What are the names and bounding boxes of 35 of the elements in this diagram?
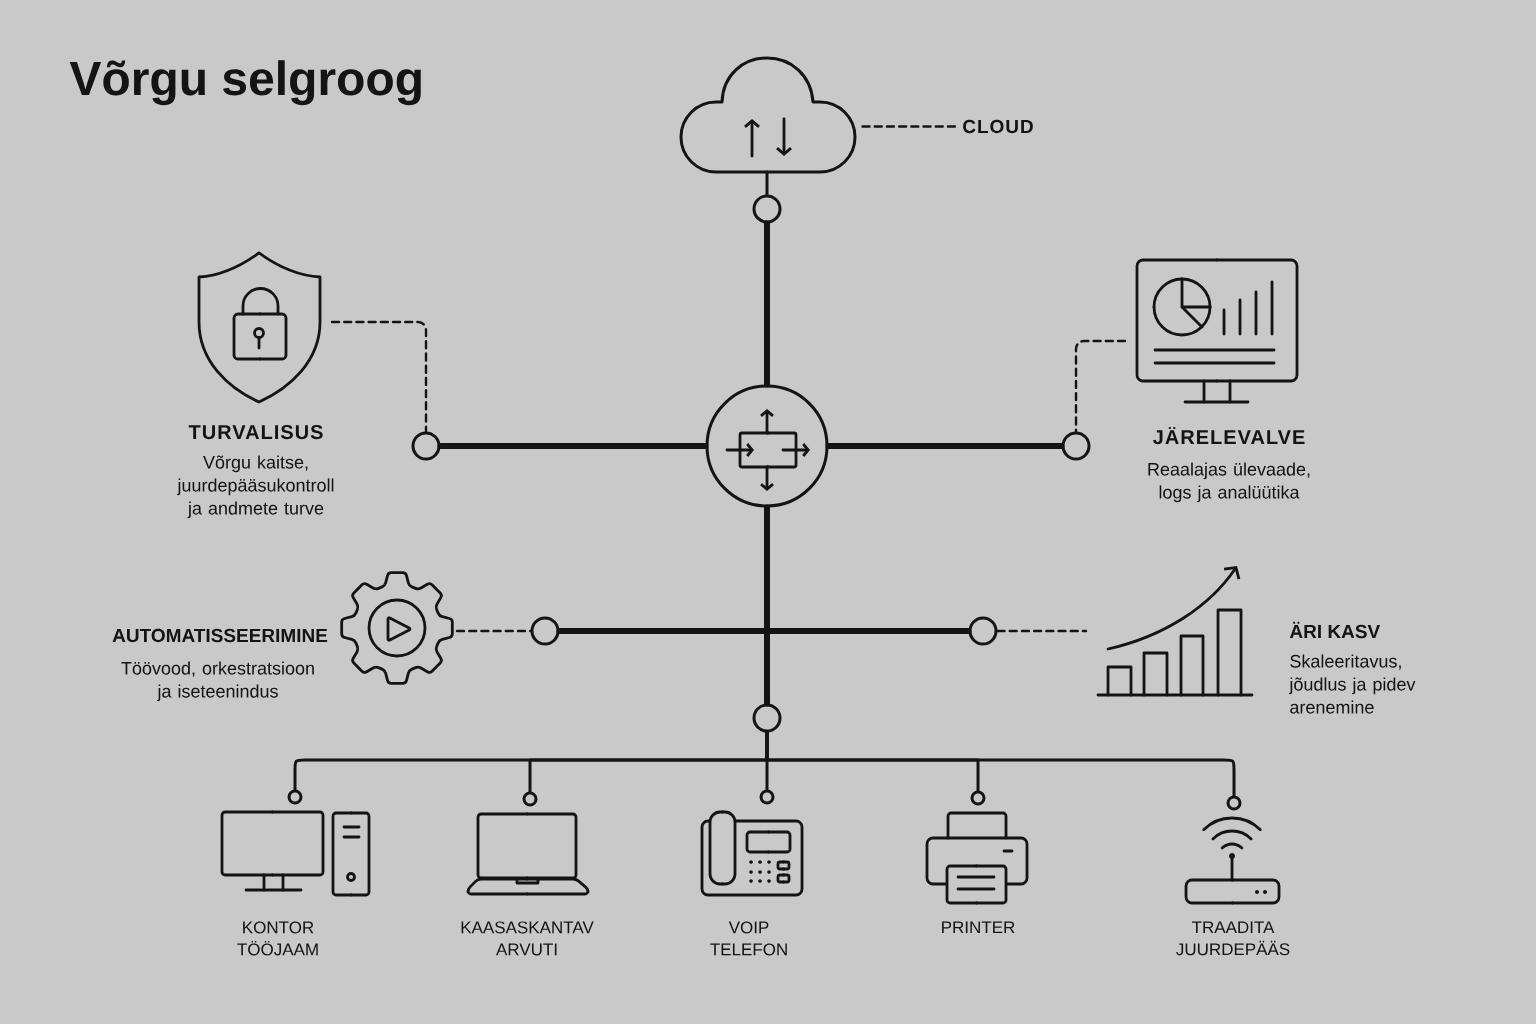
- device-label: TRAADITA JUURDEPÄÄS: [1176, 921, 1290, 956]
- bus-line: [765, 731, 1236, 798]
- junction-circle: [530, 616, 560, 646]
- device-label: KONTOR TÖÖJAAM: [237, 921, 318, 956]
- dashed-leader-line: [858, 125, 957, 128]
- junction-circle: [968, 616, 998, 646]
- feature-description: Võrgu kaitse, juurdepääsukontroll ja andmete turve: [177, 455, 334, 519]
- device-label: KAASASKANTAV ARVUTI: [461, 921, 594, 956]
- switch-symbol: [705, 384, 829, 508]
- backbone-line: [825, 443, 1065, 449]
- dashed-leader-line: [455, 629, 532, 633]
- feature-description: Skaleeritavus, jõudlus ja pidev arenemine: [1289, 654, 1416, 714]
- feature-description: Reaalajas ülevaade, logs ja analüütika: [1148, 462, 1310, 503]
- junction-circle: [1061, 431, 1091, 461]
- backbone-line: [556, 628, 972, 634]
- cloud-icon: [679, 56, 857, 174]
- backbone-line: [437, 443, 709, 449]
- feature-heading: TURVALISUS: [188, 425, 323, 440]
- device-label: PRINTER: [942, 921, 1015, 934]
- backbone-line: [764, 504, 770, 707]
- feature-heading: AUTOMATISSEERIMINE: [112, 628, 328, 643]
- junction-circle: [411, 431, 441, 461]
- feature-description: Töövood, orkestratsioon ja iseteenindus: [121, 661, 314, 702]
- dashed-leader-line: [1074, 339, 1127, 433]
- dashed-leader-line: [996, 629, 1088, 633]
- connector-line: [765, 170, 769, 196]
- junction-circle: [752, 194, 782, 224]
- callout-label: CLOUD: [963, 119, 1033, 134]
- feature-heading: JÄRELEVALVE: [1153, 426, 1305, 445]
- device-label: VOIP TELEFON: [710, 921, 787, 956]
- dashed-leader-line: [330, 320, 428, 433]
- title: Võrgu selgroog: [69, 60, 421, 106]
- junction-circle: [752, 703, 782, 733]
- feature-heading: ÄRI KASV: [1289, 621, 1381, 639]
- backbone-line: [764, 220, 770, 388]
